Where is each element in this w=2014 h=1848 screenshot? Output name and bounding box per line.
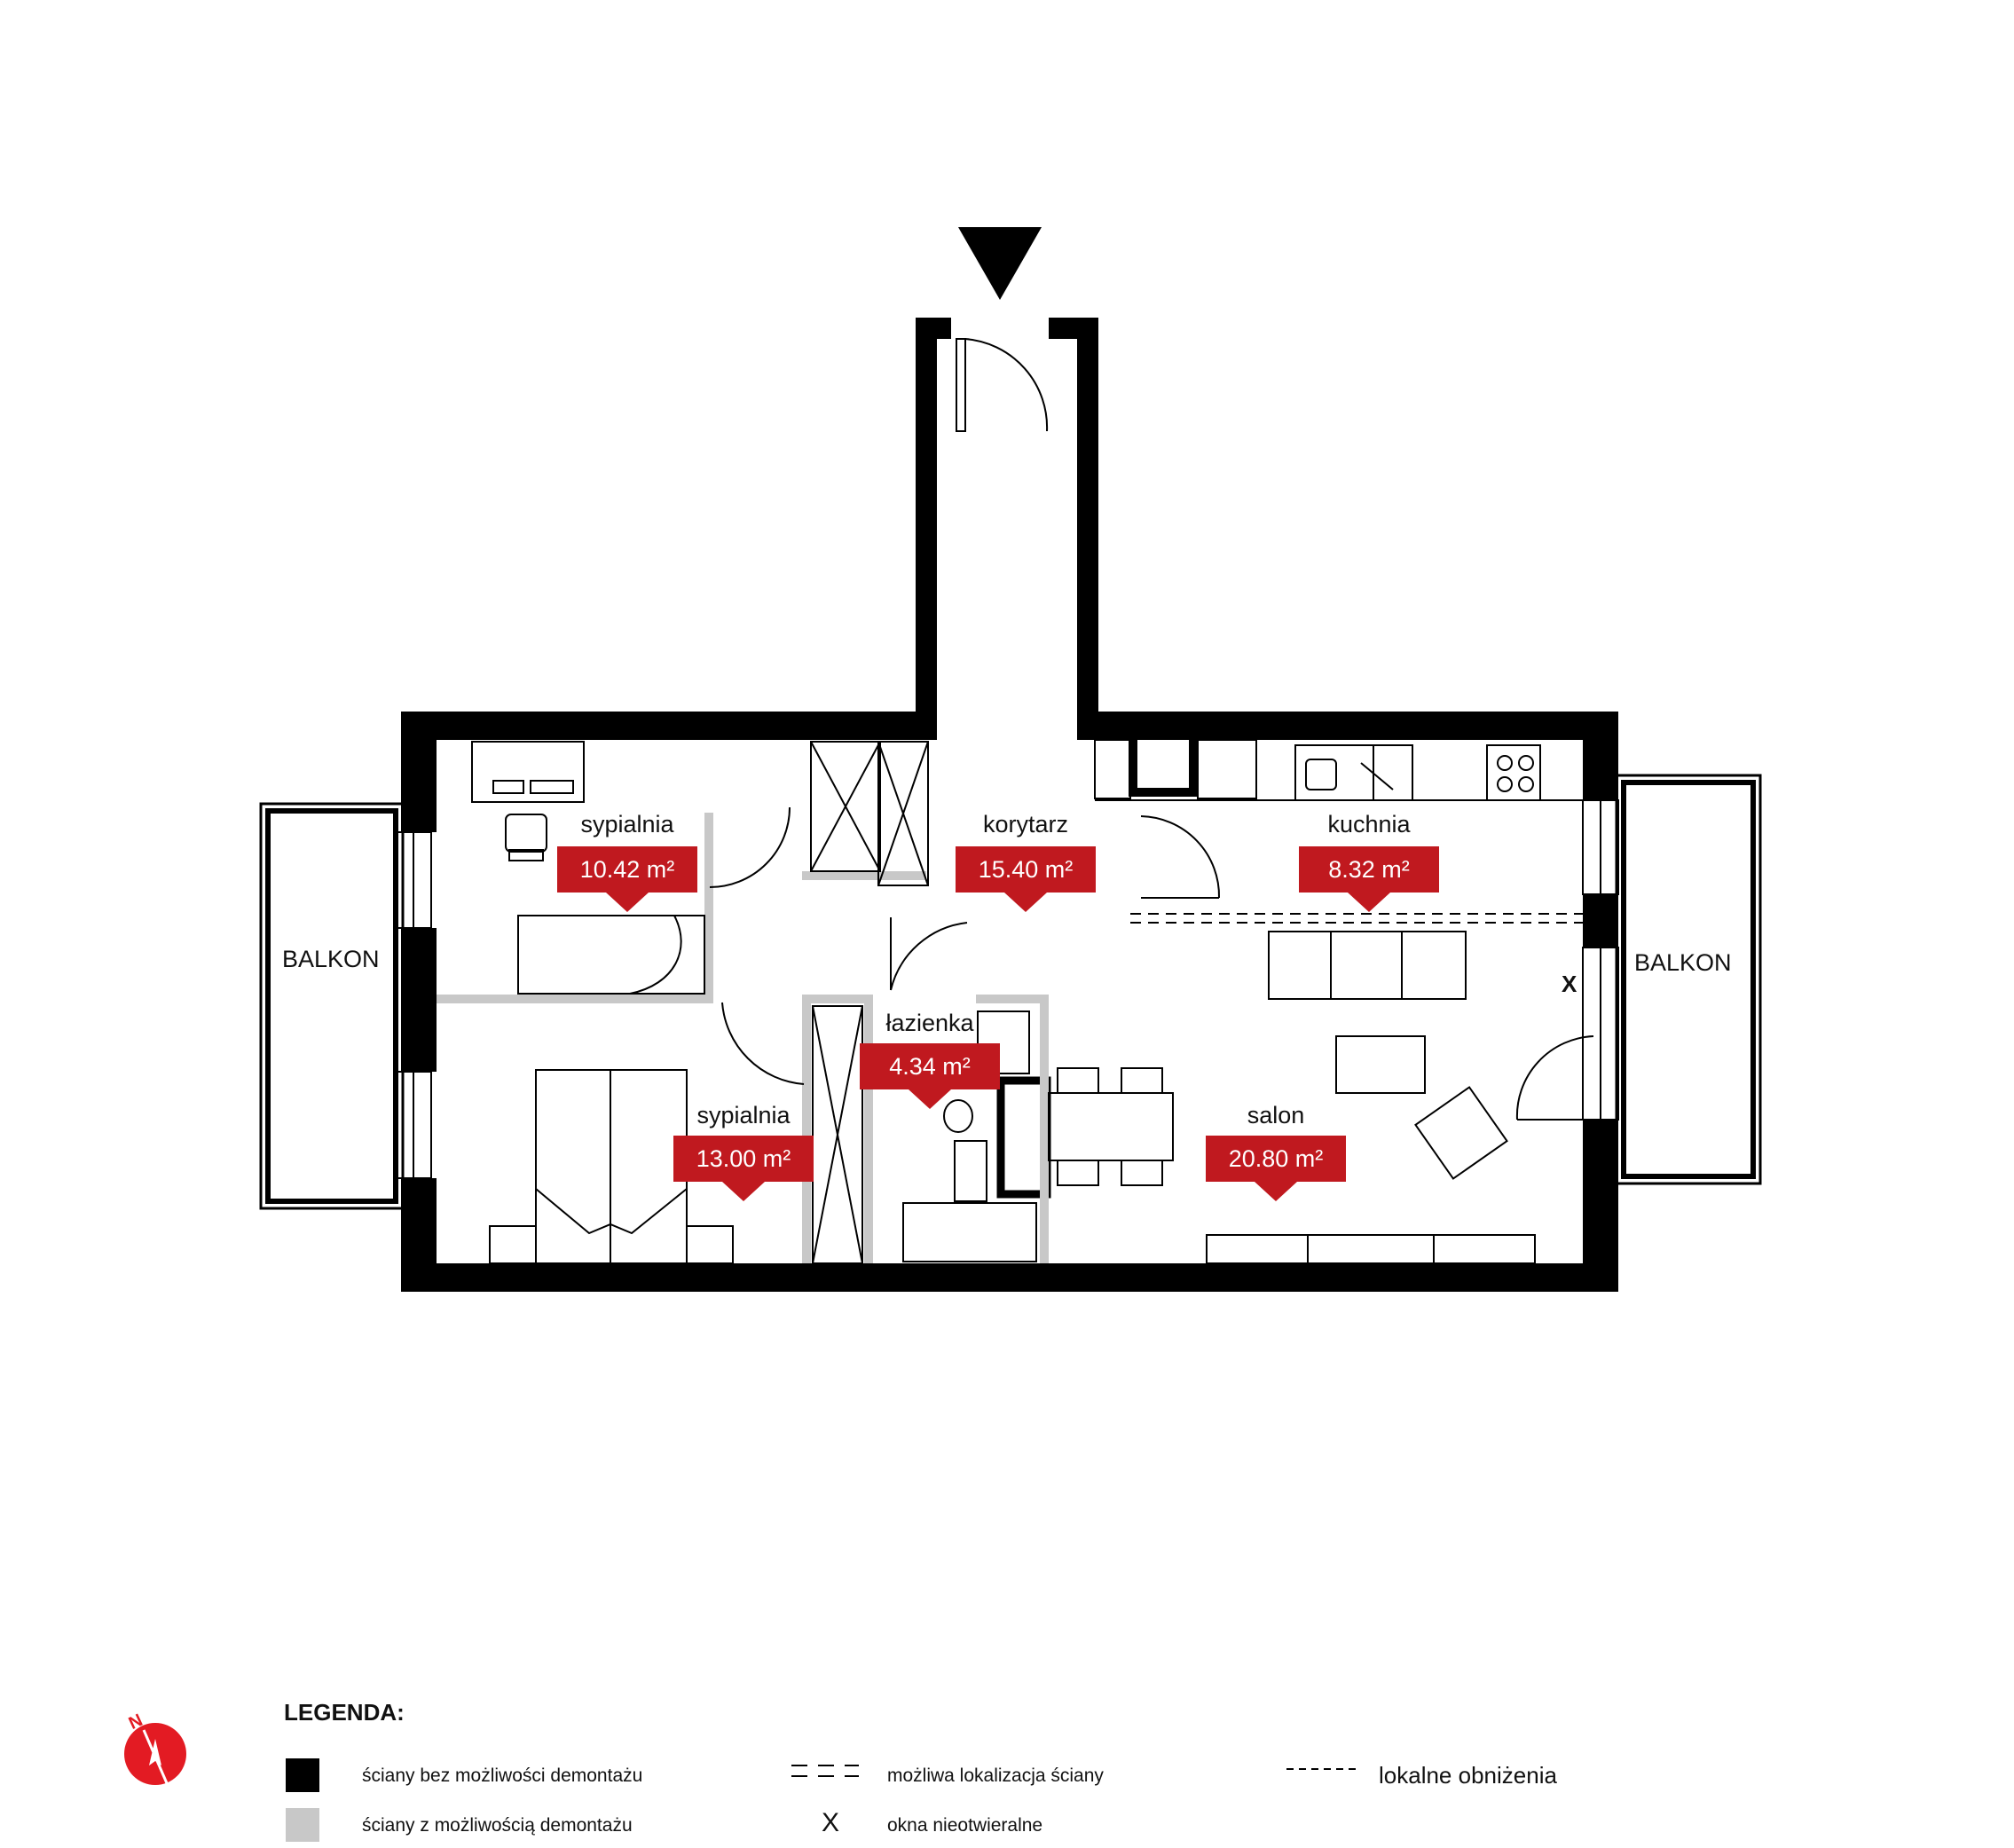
legend-text-removable-wall: ściany z możliwością demontażu — [362, 1815, 633, 1836]
area-value: 20.80 m² — [1206, 1136, 1346, 1182]
room-name-kitchen: kuchnia — [1327, 811, 1411, 837]
legend-text-fixed-wall: ściany bez możliwości demontażu — [362, 1765, 643, 1786]
legend-swatch-removable-wall — [286, 1808, 319, 1842]
area-pointer — [1255, 1182, 1297, 1201]
possible-wall-location — [1130, 913, 1585, 924]
balcony-label-right: BALKON — [1634, 949, 1732, 976]
legend-swatch-fixed-wall — [286, 1758, 319, 1792]
legend-text-local-lowering: lokalne obniżenia — [1379, 1762, 1557, 1789]
doors — [709, 338, 1594, 1121]
entrance-arrow-icon — [958, 227, 1042, 300]
compass-icon — [124, 1723, 186, 1785]
legend-symbols — [791, 1765, 1361, 1777]
area-value: 15.40 m² — [956, 846, 1096, 893]
area-pointer — [722, 1182, 765, 1201]
area-pointer — [606, 893, 649, 912]
area-tag-bedroom-2: 13.00 m² — [673, 1136, 814, 1201]
area-pointer — [1348, 893, 1390, 912]
area-pointer — [909, 1089, 951, 1109]
room-name-bedroom-2: sypialnia — [696, 1102, 791, 1128]
area-tag-corridor: 15.40 m² — [956, 846, 1096, 912]
legend-symbol-fixed-window: X — [822, 1808, 840, 1837]
room-name-living-room: salon — [1247, 1102, 1305, 1128]
furniture — [471, 739, 1583, 1264]
legend-title: LEGENDA: — [284, 1699, 405, 1726]
wardrobes — [810, 741, 929, 1264]
area-value: 10.42 m² — [557, 846, 697, 893]
removable-walls — [437, 813, 1049, 1263]
area-value: 4.34 m² — [860, 1043, 1000, 1089]
room-name-bathroom: łazienka — [885, 1010, 974, 1036]
area-tag-bathroom: 4.34 m² — [860, 1043, 1000, 1109]
legend-text-fixed-window: okna nieotwieralne — [887, 1815, 1043, 1836]
area-tag-living-room: 20.80 m² — [1206, 1136, 1346, 1201]
fixed-window-mark: X — [1562, 971, 1577, 997]
area-tag-kitchen: 8.32 m² — [1299, 846, 1439, 912]
balcony-label-left: BALKON — [282, 946, 380, 972]
room-name-bedroom-1: sypialnia — [580, 811, 674, 837]
fixed-walls — [401, 318, 1618, 1292]
area-pointer — [1004, 893, 1047, 912]
area-value: 8.32 m² — [1299, 846, 1439, 893]
room-name-corridor: korytarz — [982, 811, 1069, 837]
area-tag-bedroom-1: 10.42 m² — [557, 846, 697, 912]
balconies — [259, 774, 1762, 1210]
area-value: 13.00 m² — [673, 1136, 814, 1182]
legend-text-possible-wall: możliwa lokalizacja ściany — [887, 1765, 1104, 1786]
